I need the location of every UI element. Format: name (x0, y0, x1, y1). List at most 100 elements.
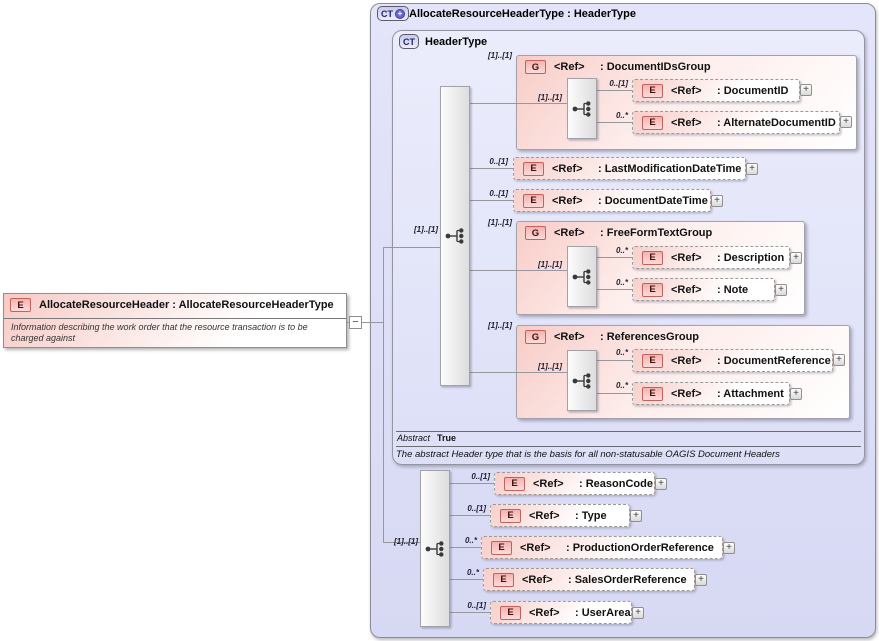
element-document-reference[interactable]: E <Ref> : DocumentReference (632, 349, 833, 372)
connector-line (597, 90, 632, 91)
element-name: : UserArea (575, 606, 631, 619)
element-user-area[interactable]: E <Ref> : UserArea (490, 601, 632, 624)
ref-label: <Ref> (554, 227, 585, 239)
element-badge-icon: E (642, 353, 663, 368)
element-badge-icon: E (493, 572, 514, 587)
collapse-icon[interactable]: − (349, 316, 362, 329)
element-badge-icon: E (642, 83, 663, 98)
element-name: : ReasonCode (579, 477, 653, 490)
element-name: : ProductionOrderReference (566, 541, 714, 554)
complex-type-badge: CT (399, 34, 419, 49)
element-badge-icon: E (523, 193, 544, 208)
element-allocate-resource-header[interactable]: E AllocateResourceHeader : AllocateResou… (3, 293, 347, 348)
model-group-bar[interactable] (567, 350, 597, 411)
ref-label: <Ref> (671, 354, 702, 367)
element-badge-icon: E (642, 386, 663, 401)
ref-label: <Ref> (671, 387, 702, 400)
group-badge-icon: G (525, 60, 546, 74)
connector-line (470, 200, 513, 201)
cardinality-label: 0..[1] (471, 472, 490, 481)
ref-label: <Ref> (520, 541, 551, 554)
expand-icon[interactable]: + (723, 542, 735, 554)
ref-label: <Ref> (671, 283, 702, 296)
expand-icon[interactable]: + (711, 195, 723, 207)
model-group-bar[interactable] (567, 78, 597, 139)
cardinality-label: [1]..[1] (538, 362, 562, 371)
outer-panel-title: AllocateResourceHeaderType : HeaderType (409, 8, 637, 20)
cardinality-label: 0..* (466, 568, 479, 577)
ref-label: <Ref> (533, 477, 564, 490)
element-name: : LastModificationDateTime (598, 162, 742, 175)
expand-icon[interactable]: + (840, 116, 852, 128)
group-name: : FreeFormTextGroup (600, 227, 713, 239)
element-name: : DocumentDateTime (598, 194, 708, 207)
connector-line (383, 542, 420, 543)
cardinality-label: [1]..[1] (488, 321, 512, 330)
element-title-row: E AllocateResourceHeader : AllocateResou… (10, 298, 334, 312)
element-description[interactable]: E <Ref> : Description (632, 246, 790, 269)
element-production-order-reference[interactable]: E <Ref> : ProductionOrderReference (481, 536, 723, 559)
element-badge-icon: E (491, 540, 512, 555)
element-title: AllocateResourceHeader : AllocateResourc… (39, 299, 334, 311)
connector-line (597, 360, 632, 361)
cardinality-label: 0..[1] (467, 504, 486, 513)
connector-line (450, 515, 490, 516)
element-last-modification-date-time[interactable]: E <Ref> : LastModificationDateTime (513, 157, 746, 180)
connector-line (470, 168, 513, 169)
connector-line (470, 103, 567, 104)
cardinality-label: 0..* (464, 536, 477, 545)
element-reason-code[interactable]: E <Ref> : ReasonCode (494, 472, 655, 495)
expand-icon[interactable]: + (655, 478, 667, 490)
group-name: : ReferencesGroup (600, 331, 700, 343)
expand-icon[interactable]: + (790, 388, 802, 400)
element-name: : DocumentReference (717, 354, 831, 367)
expand-icon[interactable]: + (775, 284, 787, 296)
expand-icon[interactable]: + (833, 354, 845, 366)
cardinality-label: 0..* (615, 278, 628, 287)
connector-line (597, 393, 632, 394)
ref-label: <Ref> (522, 573, 553, 586)
model-group-bar[interactable] (420, 470, 450, 627)
expand-icon[interactable]: + (790, 252, 802, 264)
expand-icon[interactable]: + (746, 163, 758, 175)
connector-line (383, 247, 440, 248)
element-badge-icon: E (523, 161, 544, 176)
element-attachment[interactable]: E <Ref> : Attachment (632, 382, 790, 405)
element-document-date-time[interactable]: E <Ref> : DocumentDateTime (513, 189, 711, 212)
element-badge-icon: E (642, 250, 663, 265)
expand-icon[interactable]: + (800, 84, 812, 96)
element-note[interactable]: E <Ref> : Note (632, 278, 775, 301)
connector-line (597, 257, 632, 258)
header-type-title: HeaderType (425, 36, 488, 48)
ref-label: <Ref> (554, 61, 585, 73)
abstract-label: Abstract (397, 433, 431, 443)
divider (4, 318, 346, 319)
connector-line (450, 579, 483, 580)
element-badge-icon: E (500, 508, 521, 523)
ref-label: <Ref> (529, 606, 560, 619)
ref-label: <Ref> (671, 84, 702, 97)
element-document-id[interactable]: E <Ref> : DocumentID (632, 79, 800, 102)
cardinality-label: 0..* (615, 348, 628, 357)
cardinality-label: [1]..[1] (414, 225, 438, 234)
connector-line (470, 270, 567, 271)
cardinality-label: 0..* (615, 381, 628, 390)
element-sales-order-reference[interactable]: E <Ref> : SalesOrderReference (483, 568, 695, 591)
expand-icon[interactable]: + (630, 510, 642, 522)
element-alternate-document-id[interactable]: E <Ref> : AlternateDocumentID (632, 111, 840, 134)
group-name: : DocumentIDsGroup (600, 61, 711, 73)
element-type[interactable]: E <Ref> : Type (490, 504, 630, 527)
expand-icon[interactable]: + (695, 574, 707, 586)
cardinality-label: 0..* (615, 111, 628, 120)
model-group-bar[interactable] (567, 246, 597, 307)
ref-label: <Ref> (529, 509, 560, 522)
ref-label: <Ref> (671, 251, 702, 264)
expand-icon[interactable]: + (632, 607, 644, 619)
cardinality-label: [1]..[1] (538, 260, 562, 269)
group-title-row: G <Ref> : ReferencesGroup (525, 330, 699, 344)
divider (396, 446, 861, 447)
abstract-value: True (437, 433, 457, 443)
cardinality-label: 0..[1] (489, 157, 508, 166)
model-group-bar[interactable] (440, 86, 470, 386)
cardinality-label: 0..[1] (467, 601, 486, 610)
